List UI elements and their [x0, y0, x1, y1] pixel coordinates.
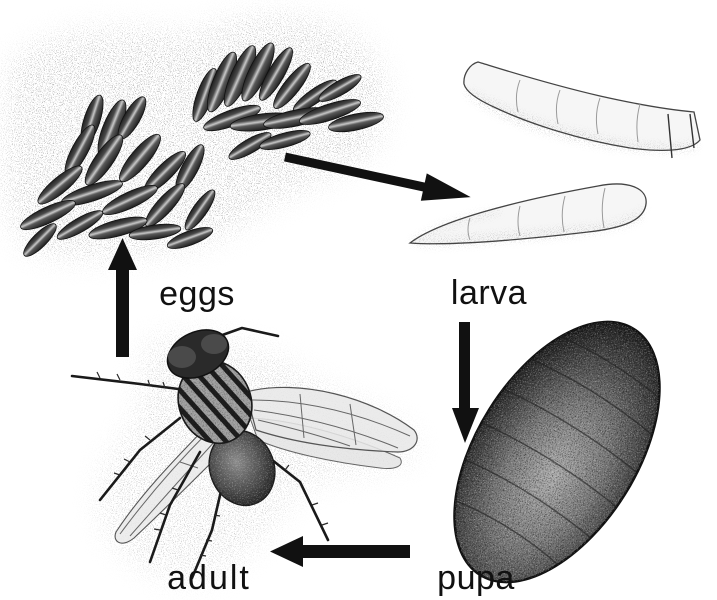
arrow-shaft: [298, 545, 410, 558]
pupa-light-texture: [412, 287, 701, 600]
pupa-illustration: [412, 287, 701, 600]
label-larva: larva: [419, 276, 559, 310]
fly-eye: [168, 346, 196, 368]
egg-cluster: [3, 16, 386, 260]
larva-upper: [464, 62, 700, 158]
arrow-larva-to-pupa: [452, 322, 479, 443]
fly-eye: [201, 334, 227, 354]
adult-fly: [72, 321, 417, 581]
label-eggs: eggs: [127, 277, 267, 311]
arrow-shaft: [459, 322, 470, 412]
label-pupa: pupa: [406, 561, 546, 595]
arrow-head: [421, 173, 474, 211]
label-adult: adult: [139, 561, 279, 595]
arrow-pupa-to-adult: [270, 536, 410, 567]
